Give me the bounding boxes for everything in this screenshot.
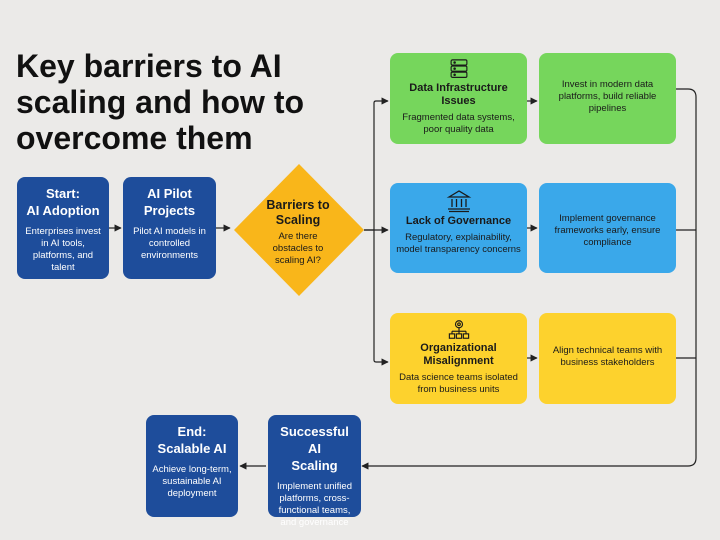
governance-title: Lack of Governance	[405, 215, 512, 227]
solution-data-node: Invest in modern data platforms, build r…	[539, 53, 676, 144]
solution-org-text: Align technical teams with business stak…	[552, 345, 663, 368]
data-infrastructure-title: Data Infrastructure Issues	[409, 82, 508, 107]
arrow-barriers-to-org	[373, 230, 389, 366]
success-node: Successful AI Scaling Implement unified …	[268, 415, 361, 528]
line-barriers-trunk	[364, 97, 389, 231]
solution-governance-text: Implement governance frameworks early, e…	[554, 213, 661, 248]
end-node: End: Scalable AI Achieve long-term, sust…	[146, 415, 238, 517]
organizational-title: Organizational Misalignment	[420, 342, 497, 367]
server-database-icon	[450, 59, 467, 78]
page-title: Key barriers to AI scaling and how to ov…	[16, 48, 305, 156]
pilot-node: AI Pilot Projects Pilot AI models in con…	[123, 177, 216, 279]
data-infrastructure-node: Data Infrastructure Issues Fragmented da…	[390, 53, 527, 144]
pilot-text: Pilot AI models in controlled environmen…	[133, 226, 206, 261]
start-title: Start: AI Adoption	[26, 186, 100, 218]
governance-building-icon	[446, 190, 471, 213]
solution-data-text: Invest in modern data platforms, build r…	[558, 79, 657, 114]
governance-node: Lack of Governance Regulatory, explainab…	[390, 183, 527, 273]
success-title: Successful AI Scaling	[280, 424, 349, 473]
success-text: Implement unified platforms, cross-funct…	[277, 481, 352, 528]
end-text: Achieve long-term, sustainable AI deploy…	[152, 464, 232, 499]
start-text: Enterprises invest in AI tools, platform…	[25, 226, 101, 273]
solution-governance-node: Implement governance frameworks early, e…	[539, 183, 676, 273]
organizational-text: Data science teams isolated from busines…	[399, 372, 518, 395]
start-node: Start: AI Adoption Enterprises invest in…	[17, 177, 109, 279]
barriers-text: Are there obstacles to scaling AI?	[272, 231, 324, 266]
governance-text: Regulatory, explainability, model transp…	[396, 232, 521, 255]
line-solutions-return	[361, 88, 697, 470]
end-title: End: Scalable AI	[157, 424, 227, 456]
data-infrastructure-text: Fragmented data systems, poor quality da…	[402, 112, 515, 135]
barriers-diamond	[234, 164, 364, 296]
org-chart-gear-icon	[448, 320, 469, 339]
pilot-title: AI Pilot Projects	[143, 186, 196, 218]
solution-org-node: Align technical teams with business stak…	[539, 313, 676, 404]
barriers-node: Barriers to Scaling Are there obstacles …	[258, 198, 338, 267]
organizational-node: Organizational Misalignment Data science…	[390, 313, 527, 404]
barriers-title: Barriers to Scaling	[266, 198, 330, 227]
